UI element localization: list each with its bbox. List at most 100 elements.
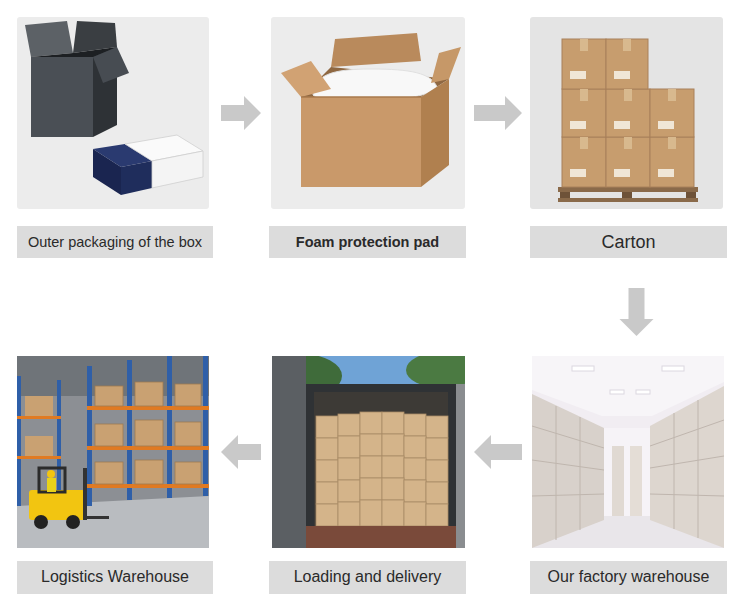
illustration-part bbox=[316, 460, 338, 482]
illustration-part bbox=[558, 198, 698, 202]
process-step: Outer packaging of the box bbox=[17, 17, 213, 258]
illustration-part bbox=[272, 356, 465, 548]
illustration-part bbox=[698, 400, 699, 538]
illustration-part bbox=[431, 47, 461, 83]
illustration-part bbox=[606, 39, 648, 89]
illustration-part bbox=[25, 436, 53, 456]
illustration-part bbox=[650, 137, 694, 187]
illustration-part bbox=[622, 192, 632, 198]
illustration-part bbox=[606, 89, 650, 137]
illustration-part bbox=[580, 89, 588, 101]
illustration-part bbox=[17, 416, 61, 419]
illustration-part bbox=[570, 71, 674, 177]
logistics-warehouse-photo bbox=[17, 356, 209, 548]
illustration-part bbox=[686, 192, 696, 198]
illustration-part bbox=[426, 482, 448, 504]
illustration-part bbox=[650, 89, 694, 137]
process-step: Carton bbox=[530, 17, 727, 258]
illustration-part bbox=[404, 414, 426, 436]
illustration-part bbox=[421, 79, 449, 187]
illustration-part bbox=[630, 446, 642, 516]
illustration-part bbox=[532, 460, 604, 470]
flow-arrow bbox=[474, 96, 522, 130]
illustration-part bbox=[34, 515, 48, 529]
illustration-part bbox=[360, 434, 382, 456]
illustration-part bbox=[572, 366, 594, 371]
illustration-part bbox=[360, 412, 382, 434]
illustration-part bbox=[87, 406, 209, 410]
illustration-part bbox=[530, 17, 723, 209]
illustration-part bbox=[17, 376, 21, 506]
illustration-part bbox=[614, 121, 630, 129]
illustration-part bbox=[83, 468, 87, 520]
illustration-part bbox=[17, 456, 61, 459]
illustration-part bbox=[562, 39, 606, 89]
illustration-part bbox=[87, 484, 209, 488]
label-band: Outer packaging of the box bbox=[17, 226, 213, 258]
process-step: Loading and delivery bbox=[269, 356, 466, 594]
illustration-part bbox=[17, 17, 209, 209]
illustration-part bbox=[95, 382, 201, 484]
illustration-part bbox=[281, 61, 331, 97]
illustration-part bbox=[25, 396, 53, 416]
illustration-part bbox=[360, 478, 382, 500]
illustration-part bbox=[532, 494, 604, 496]
illustration-part bbox=[87, 406, 209, 488]
illustration-part bbox=[31, 57, 93, 137]
illustration-part bbox=[316, 416, 338, 438]
illustration-part bbox=[167, 356, 172, 498]
illustration-part bbox=[47, 470, 55, 478]
illustration-part bbox=[360, 500, 382, 526]
container-loading-photo bbox=[272, 356, 465, 548]
illustration-part bbox=[560, 192, 570, 198]
process-step: Logistics Warehouse bbox=[17, 356, 213, 594]
illustration-part bbox=[338, 480, 360, 502]
illustration-part bbox=[562, 137, 606, 187]
illustration-part bbox=[314, 392, 448, 526]
illustration-part bbox=[313, 69, 437, 101]
illustration-part bbox=[662, 366, 684, 371]
illustration-part bbox=[382, 456, 404, 478]
illustration-part bbox=[382, 434, 404, 456]
illustration-part bbox=[47, 478, 56, 492]
illustration-part bbox=[338, 436, 360, 458]
illustration-part bbox=[426, 438, 448, 460]
illustration-part bbox=[121, 161, 152, 195]
illustration-part bbox=[532, 394, 604, 548]
illustration-part bbox=[25, 21, 73, 57]
illustration-part bbox=[29, 490, 85, 520]
illustration-part bbox=[95, 462, 123, 484]
factory-warehouse-photo bbox=[532, 356, 724, 548]
process-step: Foam protection pad bbox=[269, 17, 466, 258]
illustration-part bbox=[135, 420, 163, 446]
illustration-part bbox=[338, 414, 360, 436]
illustration-part bbox=[93, 149, 121, 195]
flow-arrow bbox=[221, 435, 261, 469]
illustration-part bbox=[570, 121, 586, 129]
illustration-part bbox=[127, 360, 132, 500]
illustration-part bbox=[580, 417, 581, 530]
illustration-part bbox=[382, 412, 404, 434]
illustration-part bbox=[382, 478, 404, 500]
illustration-part bbox=[612, 446, 624, 516]
illustration-part bbox=[87, 446, 209, 450]
step-label: Foam protection pad bbox=[296, 234, 439, 251]
illustration-part bbox=[175, 462, 201, 484]
illustration-part bbox=[17, 356, 209, 548]
illustration-part bbox=[360, 456, 382, 478]
illustration-part bbox=[580, 39, 676, 149]
illustration-part bbox=[650, 456, 724, 468]
illustration-part bbox=[39, 468, 65, 492]
illustration-part bbox=[404, 502, 426, 526]
step-label: Our factory warehouse bbox=[548, 568, 710, 586]
illustration-part bbox=[316, 412, 448, 526]
illustration-part bbox=[306, 384, 456, 534]
illustration-part bbox=[93, 47, 129, 83]
illustration-part bbox=[87, 516, 109, 519]
illustration-part bbox=[668, 137, 676, 149]
illustration-part bbox=[306, 526, 456, 548]
illustration-part bbox=[604, 428, 650, 516]
illustration-part bbox=[95, 386, 123, 406]
illustration-part bbox=[175, 422, 201, 446]
illustration-part bbox=[668, 89, 676, 101]
